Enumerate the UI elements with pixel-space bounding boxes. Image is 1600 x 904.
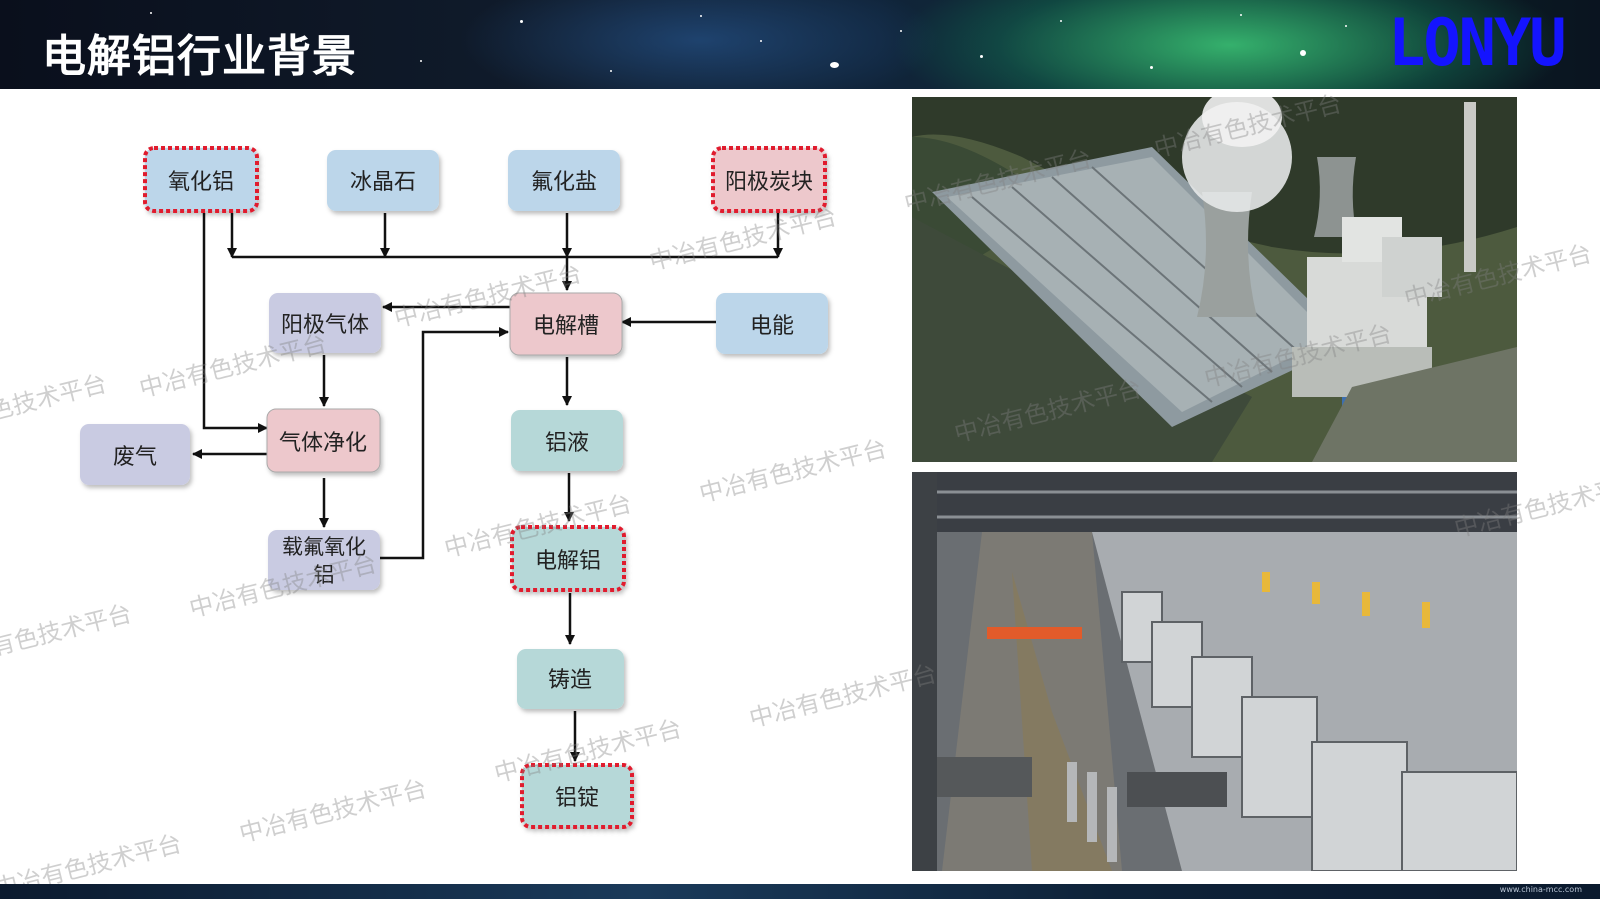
flow-connectors: [192, 213, 783, 762]
node-label: 铝: [314, 563, 335, 587]
node-label: 电解铝: [535, 549, 601, 574]
node-label: 载氟氧化: [282, 535, 366, 559]
node-waste-gas: 废气: [80, 424, 190, 485]
node-liquid-al: 铝液: [511, 410, 623, 471]
node-electricity: 电能: [716, 293, 828, 354]
node-label: 废气: [113, 445, 157, 470]
footer-url: www.china-mcc.com: [1499, 885, 1582, 894]
node-electrolytic-al: 电解铝: [510, 525, 626, 592]
smelter-aerial-photo: [912, 97, 1517, 462]
node-casting: 铸造: [517, 649, 624, 709]
node-label: 阳极气体: [281, 313, 369, 338]
node-label: 冰晶石: [350, 170, 416, 195]
potline-interior-photo: [912, 472, 1517, 871]
node-alumina: 氧化铝: [143, 146, 259, 213]
node-loaded-alumina: 载氟氧化 铝: [268, 530, 380, 590]
header-banner: 电解铝行业背景 LONYU: [0, 0, 1600, 89]
node-label: 铝液: [545, 431, 589, 456]
company-logo: LONYU: [1388, 4, 1567, 81]
node-label: 电解槽: [533, 314, 599, 339]
process-flow-diagram: 氧化铝 冰晶石 氟化盐 阳极炭块 阳极气体 电解槽 电能 气体净化 废气 载氟氧…: [80, 146, 828, 829]
node-label: 气体净化: [279, 431, 367, 456]
footer-bar: www.china-mcc.com: [0, 884, 1600, 899]
node-cryolite: 冰晶石: [327, 150, 439, 211]
node-label: 铝锭: [555, 786, 599, 811]
node-anode-carbon: 阳极炭块: [711, 146, 827, 213]
node-fluoride: 氟化盐: [508, 150, 620, 211]
node-label: 阳极炭块: [725, 170, 813, 195]
node-label: 电能: [750, 314, 794, 339]
node-label: 氟化盐: [531, 170, 597, 195]
node-gas-purify: 气体净化: [266, 408, 381, 473]
node-label: 氧化铝: [168, 170, 234, 195]
page-title: 电解铝行业背景: [42, 31, 357, 82]
node-label: 铸造: [548, 668, 592, 693]
node-ingot: 铝锭: [520, 763, 634, 829]
node-anode-gas: 阳极气体: [269, 293, 381, 353]
node-cell: 电解槽: [509, 292, 623, 356]
